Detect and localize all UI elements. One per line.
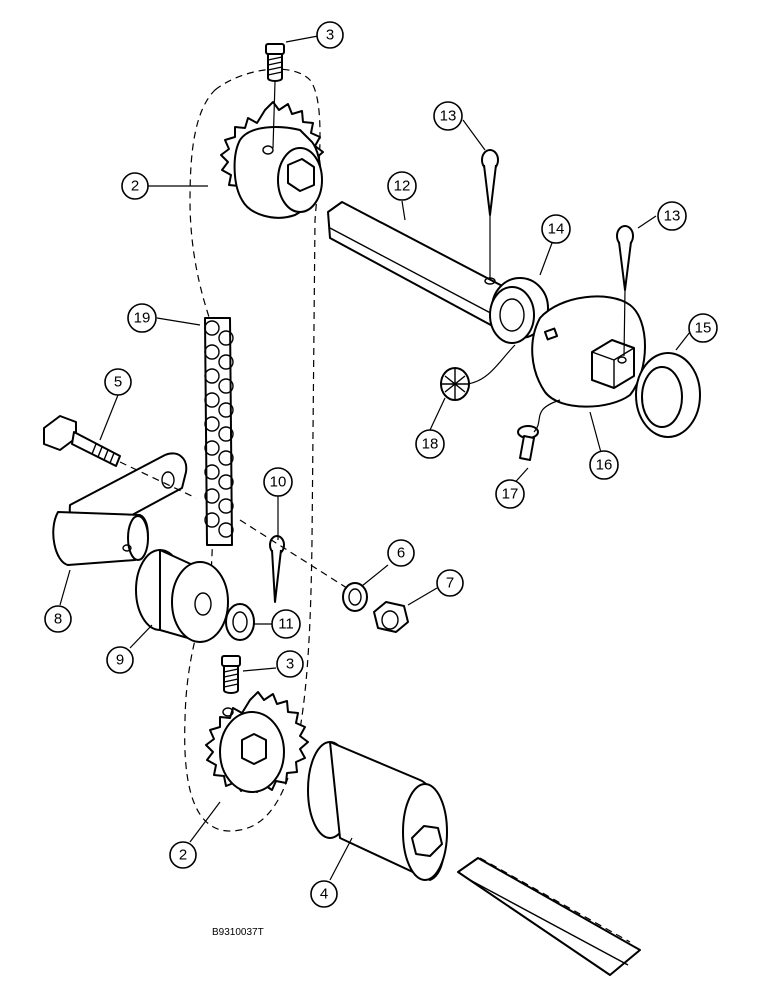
callout-11: 11 xyxy=(271,609,301,639)
callout-6: 6 xyxy=(387,539,415,567)
hex-bolt xyxy=(43,415,121,467)
callout-18: 18 xyxy=(415,429,445,459)
drawing-number: B9310037T xyxy=(212,927,264,938)
callout-12: 12 xyxy=(387,171,417,201)
lock-washer xyxy=(342,582,368,612)
callout-4: 4 xyxy=(310,880,338,908)
callout-16: 16 xyxy=(589,450,619,480)
callout-9: 9 xyxy=(106,646,134,674)
cotter-pin-idler xyxy=(269,535,285,603)
set-screw-top xyxy=(265,43,285,149)
bottom-sprocket xyxy=(205,691,309,793)
svg-text:19: 19 xyxy=(134,310,151,327)
svg-text:12: 12 xyxy=(394,178,411,195)
svg-text:13: 13 xyxy=(664,208,681,225)
bearing-housing xyxy=(531,295,646,408)
svg-text:9: 9 xyxy=(116,652,124,669)
svg-text:8: 8 xyxy=(54,611,62,628)
idler-roller xyxy=(135,549,229,643)
hex-shaft xyxy=(327,201,511,331)
callout-8: 8 xyxy=(44,605,72,633)
svg-text:13: 13 xyxy=(440,108,457,125)
callout-19: 19 xyxy=(127,303,157,333)
callout-10: 10 xyxy=(263,467,293,497)
svg-text:5: 5 xyxy=(114,374,122,391)
lower-hex-shaft xyxy=(457,857,641,976)
callout-2-top: 2 xyxy=(121,172,149,200)
callout-17: 17 xyxy=(495,479,525,509)
svg-text:4: 4 xyxy=(320,886,328,903)
collar xyxy=(489,277,549,344)
svg-text:16: 16 xyxy=(596,457,613,474)
assembly-centerline xyxy=(119,461,351,591)
washer-small xyxy=(225,603,255,641)
svg-text:15: 15 xyxy=(695,320,712,337)
grease-fitting xyxy=(440,344,516,401)
set-screw-bottom xyxy=(221,655,241,694)
svg-text:7: 7 xyxy=(446,575,454,592)
callout-7: 7 xyxy=(436,569,464,597)
svg-text:11: 11 xyxy=(278,616,294,633)
hub-coupler xyxy=(307,741,448,881)
callout-13-shaft: 13 xyxy=(433,101,463,131)
callout-3-bottom: 3 xyxy=(276,650,304,678)
washer-large xyxy=(635,352,701,438)
roller-chain xyxy=(204,317,234,546)
callout-15: 15 xyxy=(688,313,718,343)
callout-13-housing: 13 xyxy=(657,201,687,231)
callout-14: 14 xyxy=(541,214,571,244)
cotter-pin-housing xyxy=(616,225,634,357)
callout-5: 5 xyxy=(104,368,132,396)
top-sprocket xyxy=(220,101,324,219)
cotter-pin-shaft xyxy=(481,149,499,280)
callout-2-bottom: 2 xyxy=(169,841,197,869)
idler-arm xyxy=(52,452,188,566)
svg-text:14: 14 xyxy=(548,221,565,238)
svg-text:6: 6 xyxy=(397,545,405,562)
svg-text:3: 3 xyxy=(286,656,294,673)
callout-3-top: 3 xyxy=(316,21,344,49)
lock-nut xyxy=(373,601,409,633)
svg-text:18: 18 xyxy=(422,436,439,453)
svg-text:3: 3 xyxy=(326,27,334,44)
svg-text:2: 2 xyxy=(179,847,187,864)
carriage-bolt xyxy=(517,399,561,461)
svg-text:17: 17 xyxy=(502,486,519,503)
svg-text:2: 2 xyxy=(131,178,139,195)
svg-text:10: 10 xyxy=(270,474,287,491)
